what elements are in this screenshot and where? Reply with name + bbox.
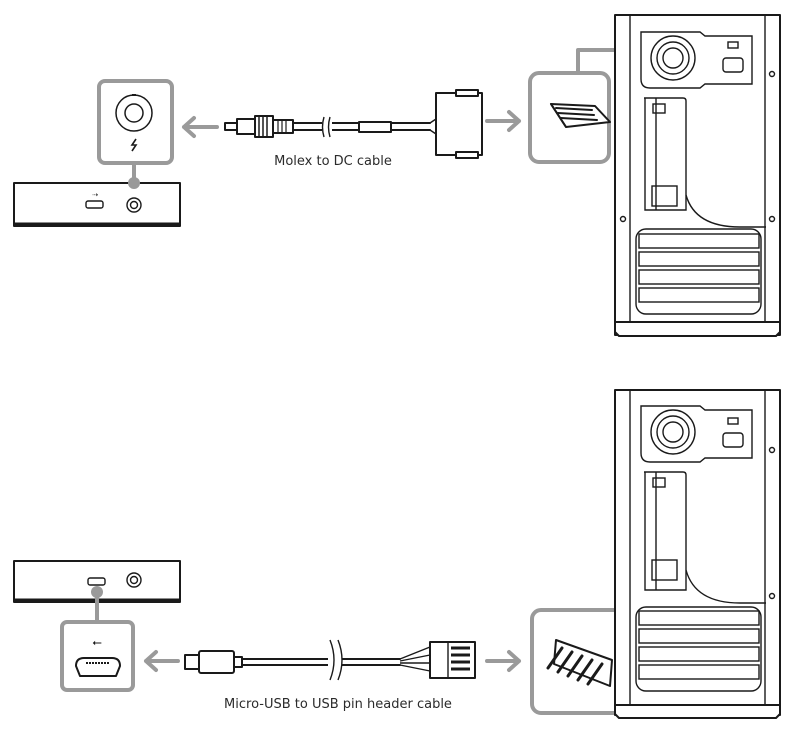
dc-power-port bbox=[126, 572, 142, 588]
arrow-left-icon bbox=[182, 116, 219, 138]
dc-power-port bbox=[126, 197, 142, 213]
pc-tower-bottom bbox=[614, 389, 781, 719]
power-supply bbox=[640, 31, 753, 89]
arrow-left-icon bbox=[144, 650, 180, 672]
micro-usb-port: ⇢ bbox=[85, 191, 104, 209]
micro-usb-port bbox=[87, 577, 106, 586]
micro-usb-to-pin-header-cable: Micro-USB to USB pin header cable bbox=[184, 639, 476, 712]
molex-to-dc-cable: Molex to DC cable bbox=[224, 89, 483, 169]
usb-cable-caption: Micro-USB to USB pin header cable bbox=[224, 697, 452, 712]
arrow-right-icon bbox=[485, 650, 521, 672]
molex-connector-icon bbox=[550, 103, 611, 128]
power-socket-icon bbox=[722, 57, 744, 73]
usb-port-callout: ⭠ bbox=[60, 586, 135, 692]
usb-step: ⭠ Micro-USB to USB pin header cab bbox=[13, 389, 781, 719]
dc-port-callout bbox=[97, 79, 174, 189]
svg-text:⇢: ⇢ bbox=[92, 191, 98, 199]
usb-icon: ⭠ bbox=[92, 635, 102, 649]
lightning-icon bbox=[130, 138, 138, 152]
molex-cable-caption: Molex to DC cable bbox=[274, 154, 392, 169]
psu-fan-icon bbox=[650, 35, 696, 81]
psu-fan-icon bbox=[650, 409, 696, 455]
usb-pin-header-icon bbox=[546, 639, 613, 687]
device-body bbox=[13, 182, 181, 227]
power-step: ⇢ bbox=[13, 14, 781, 337]
power-socket-icon bbox=[722, 432, 744, 448]
arrow-right-icon bbox=[485, 110, 521, 132]
pc-tower-top bbox=[614, 14, 781, 337]
device-unit: ⇢ bbox=[13, 182, 181, 227]
